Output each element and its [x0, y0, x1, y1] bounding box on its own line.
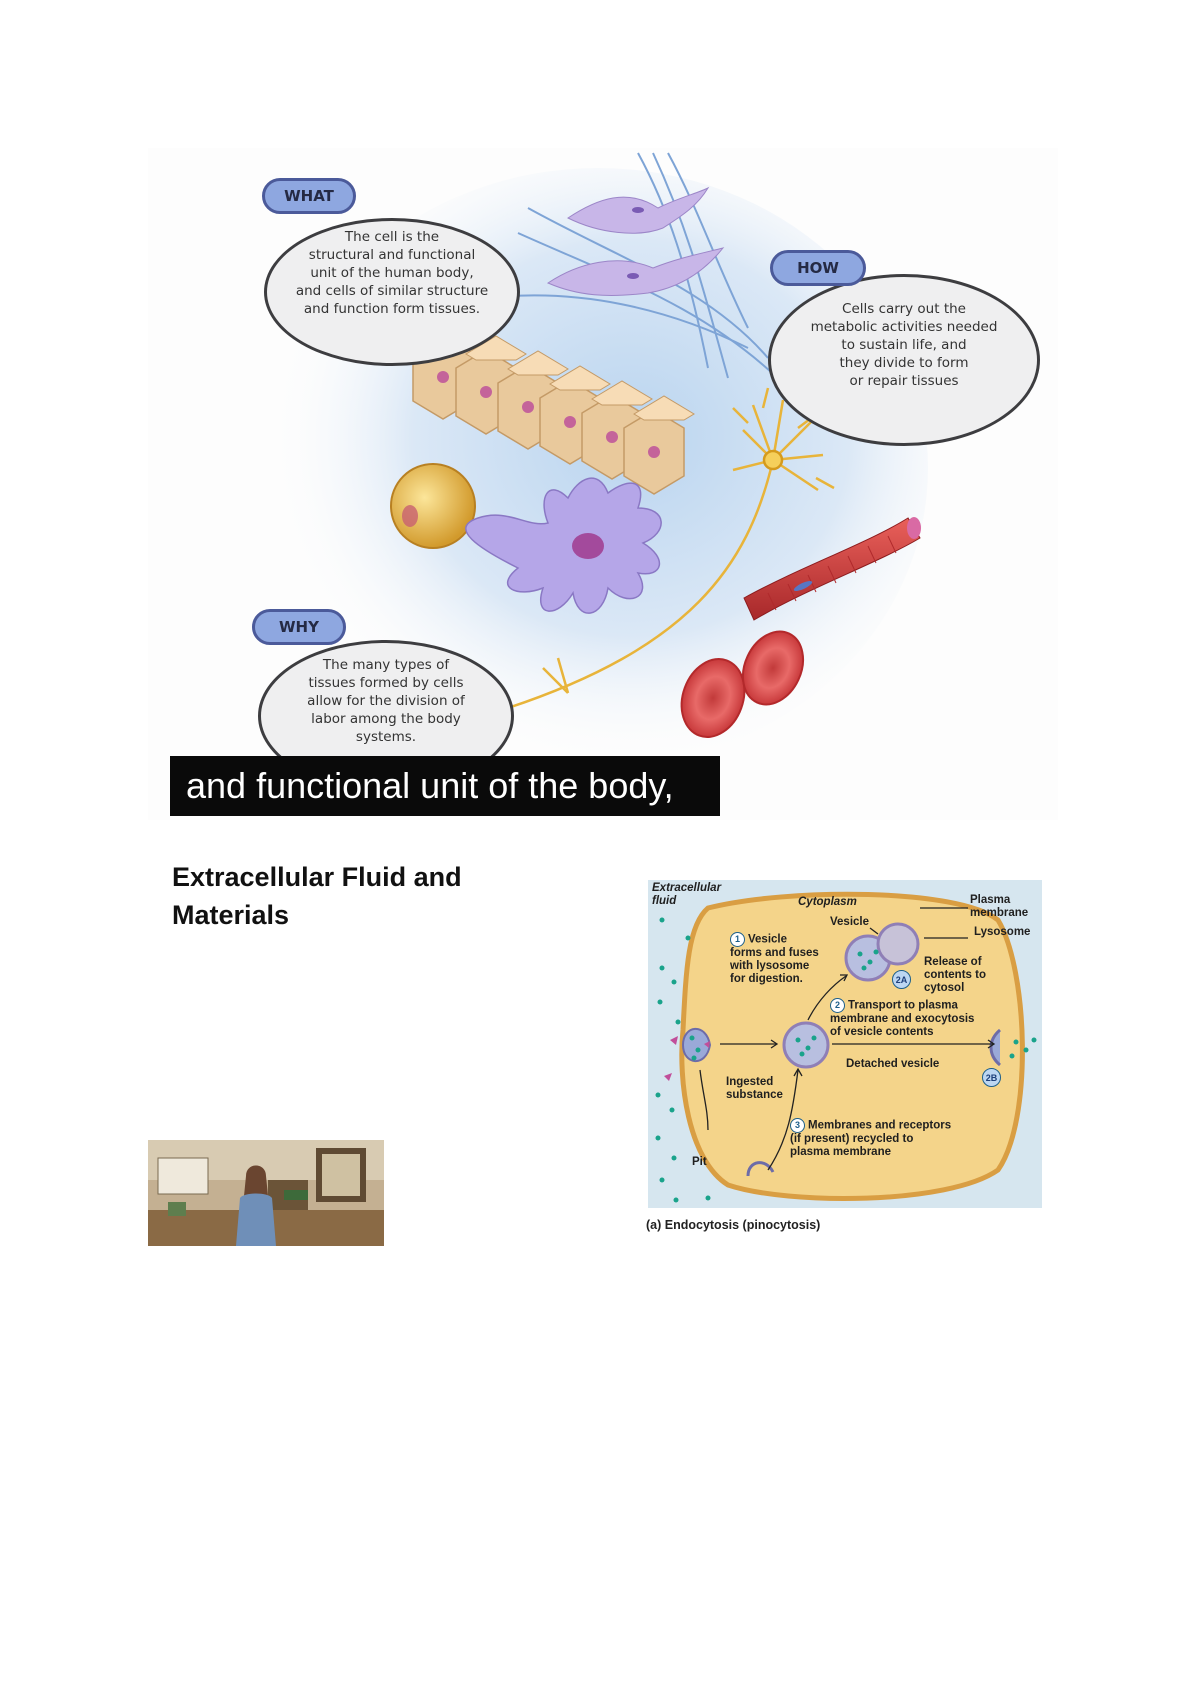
- label-vesicle: Vesicle: [830, 916, 870, 928]
- how-text: Cells carry out the metabolic activities…: [778, 300, 1030, 390]
- how-label: HOW: [770, 250, 866, 286]
- what-line: unit of the human body,: [310, 265, 474, 281]
- red-blood-cells-icon: [680, 630, 805, 738]
- label-line: Plasma: [970, 894, 1011, 906]
- label-line: Vesicle: [748, 933, 788, 946]
- label-line: (if present) recycled to: [790, 1133, 914, 1145]
- label-line: for digestion.: [730, 973, 803, 985]
- slide-title-line: Materials: [172, 900, 290, 930]
- label-plasma-membrane: Plasma membrane: [970, 894, 1028, 920]
- label-line: Extracellular: [652, 882, 722, 894]
- label-line: Release of: [924, 956, 982, 968]
- endocytosis-figure: Extracellular fluid Cytoplasm Plasma mem…: [648, 880, 1042, 1208]
- label-line: membrane and exocytosis: [830, 1013, 975, 1025]
- label-line: Ingested: [726, 1076, 774, 1088]
- what-line: and cells of similar structure: [295, 283, 489, 299]
- video-presenter-thumbnail[interactable]: [148, 1140, 384, 1246]
- label-cytoplasm: Cytoplasm: [798, 896, 857, 908]
- how-line: metabolic activities needed: [810, 319, 998, 335]
- what-line: and function form tissues.: [303, 301, 481, 317]
- label-ingested-substance: Ingested substance: [726, 1076, 783, 1102]
- why-line: labor among the body: [311, 711, 461, 727]
- tag-2b: 2B: [982, 1068, 1001, 1087]
- cell-overview-slide: WHAT The cell is the structural and func…: [148, 148, 1058, 820]
- label-pit: Pit: [692, 1156, 707, 1168]
- slide-title-line: Extracellular Fluid and: [172, 862, 462, 892]
- why-label: WHY: [252, 609, 346, 645]
- step-3-number: 3: [790, 1118, 805, 1133]
- label-extracellular-fluid: Extracellular fluid: [652, 882, 721, 908]
- how-line: Cells carry out the: [842, 301, 966, 317]
- label-line: with lysosome: [730, 960, 810, 972]
- label-line: of vesicle contents: [830, 1026, 934, 1038]
- label-line: membrane: [970, 907, 1029, 919]
- slide-title: Extracellular Fluid and Materials: [172, 858, 572, 934]
- label-detached-vesicle: Detached vesicle: [846, 1058, 940, 1070]
- epithelial-cells-icon: [412, 320, 695, 495]
- label-line: cytosol: [924, 982, 965, 994]
- what-line: structural and functional: [308, 247, 476, 263]
- why-line: systems.: [355, 729, 417, 745]
- what-bubble: [264, 218, 520, 366]
- egg-cell-icon: [390, 463, 476, 549]
- label-line: substance: [726, 1089, 783, 1101]
- figure-caption: (a) Endocytosis (pinocytosis): [646, 1218, 821, 1232]
- how-line: or repair tissues: [849, 373, 959, 389]
- why-line: allow for the division of: [307, 693, 465, 709]
- label-lysosome: Lysosome: [974, 926, 1031, 938]
- how-line: to sustain life, and: [841, 337, 967, 353]
- how-bubble: [768, 274, 1040, 446]
- tag-2a: 2A: [892, 970, 911, 989]
- how-line: they divide to form: [839, 355, 969, 371]
- why-line: The many types of: [322, 657, 450, 673]
- label-line: contents to: [924, 969, 986, 981]
- label-line: plasma membrane: [790, 1146, 891, 1158]
- what-text: The cell is the structural and functiona…: [274, 228, 510, 318]
- what-label: WHAT: [262, 178, 356, 214]
- label-line: fluid: [652, 895, 677, 907]
- what-line: The cell is the: [344, 229, 440, 245]
- macrophage-cell-icon: [465, 477, 662, 614]
- why-line: tissues formed by cells: [308, 675, 464, 691]
- label-line: Membranes and receptors: [808, 1119, 952, 1132]
- step-2-number: 2: [830, 998, 845, 1013]
- label-line: Transport to plasma: [848, 999, 958, 1012]
- video-caption: and functional unit of the body,: [170, 756, 720, 816]
- step-1-number: 1: [730, 932, 745, 947]
- label-line: forms and fuses: [730, 947, 819, 959]
- label-release: Release of contents to cytosol: [924, 956, 986, 995]
- muscle-fiber-icon: [743, 517, 921, 621]
- why-text: The many types of tissues formed by cell…: [268, 656, 504, 746]
